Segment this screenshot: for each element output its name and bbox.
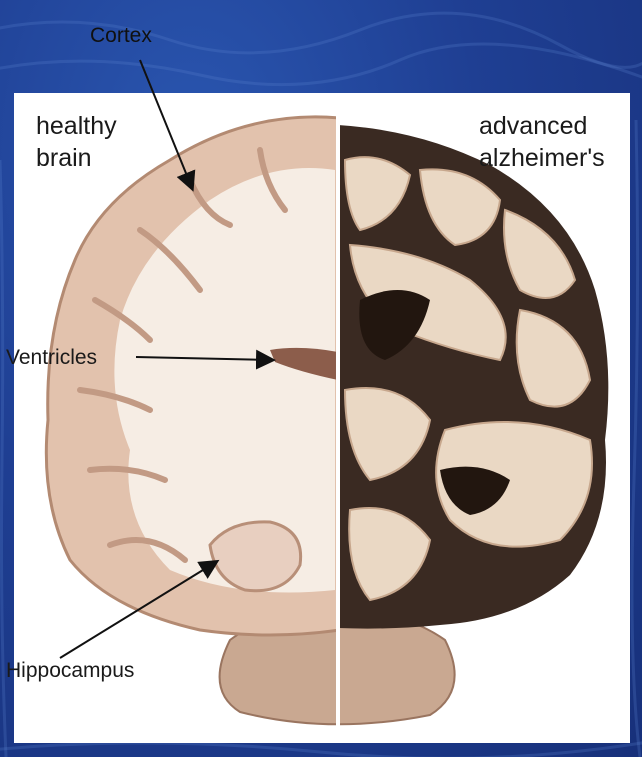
- label-cortex: Cortex: [90, 24, 152, 48]
- healthy-hemisphere: [46, 117, 340, 635]
- caption-alzheimers-line1: advanced: [479, 110, 605, 142]
- label-hippocampus: Hippocampus: [6, 659, 134, 683]
- caption-healthy-brain: healthy brain: [36, 110, 117, 174]
- caption-alzheimers-line2: alzheimer's: [479, 142, 605, 174]
- label-ventricles: Ventricles: [6, 346, 97, 370]
- caption-healthy-line2: brain: [36, 142, 117, 174]
- caption-healthy-line1: healthy: [36, 110, 117, 142]
- alzheimers-hemisphere: [338, 125, 608, 629]
- caption-advanced-alzheimers: advanced alzheimer's: [479, 110, 605, 174]
